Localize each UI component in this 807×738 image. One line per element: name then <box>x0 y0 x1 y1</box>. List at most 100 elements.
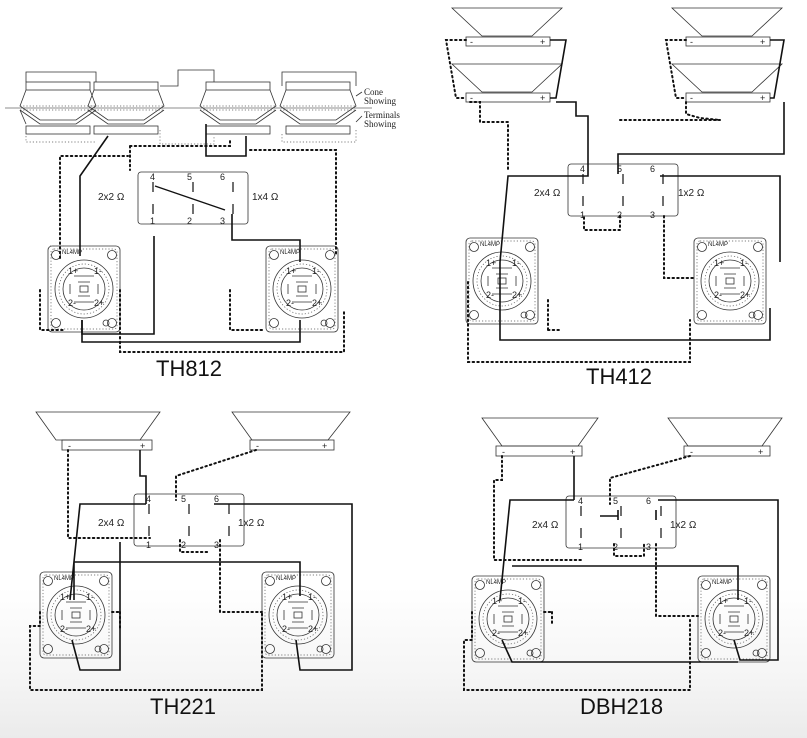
plus-sign: + <box>760 37 765 47</box>
th812-connector-left <box>47 245 121 333</box>
th412-title: TH412 <box>586 364 652 389</box>
th221-mode-left: 2x4 Ω <box>98 518 125 529</box>
th412-mode-left: 2x4 Ω <box>534 188 561 199</box>
th812-mode-left: 2x2 Ω <box>98 192 125 203</box>
pin-5: 5 <box>187 172 192 182</box>
th221-title: TH221 <box>150 694 216 719</box>
terminals-label-2: Showing <box>364 119 397 129</box>
connector-model-label: NL4MP <box>280 250 300 256</box>
connector-pin-label: 1- <box>312 266 320 276</box>
th221-speaker-1-cone <box>35 411 161 441</box>
pin-3: 3 <box>646 542 651 552</box>
pin-1: 1 <box>578 542 583 552</box>
dbh218-title: DBH218 <box>580 694 663 719</box>
th412-connector-right <box>693 237 767 325</box>
plus-sign: + <box>758 447 763 457</box>
dbh218-speaker-1-cone <box>481 417 599 447</box>
pin-2: 2 <box>187 216 192 226</box>
th412-mode-right: 1x2 Ω <box>678 188 705 199</box>
minus-sign: - <box>690 447 693 457</box>
connector-pin-label: 1- <box>740 258 748 268</box>
pin-6: 6 <box>650 164 655 174</box>
connector-pin-label: 1- <box>744 596 752 606</box>
minus-sign: - <box>68 441 71 451</box>
pin-1: 1 <box>146 540 151 550</box>
pin-6: 6 <box>646 496 651 506</box>
connector-model-label: NL4MP <box>708 242 728 248</box>
minus-sign: - <box>502 447 505 457</box>
dbh218-speaker-1-terminals <box>495 445 583 457</box>
th812-connector-right <box>265 245 339 333</box>
cone-label: Cone <box>364 87 383 97</box>
th221-speaker-1-terminals <box>61 439 153 451</box>
th812-speaker-1 <box>19 81 97 135</box>
connector-pin-label: 1+ <box>282 592 292 602</box>
connector-pin-label: 2+ <box>312 298 322 308</box>
pin-3: 3 <box>214 540 219 550</box>
minus-sign: - <box>690 37 693 47</box>
pin-4: 4 <box>146 494 151 504</box>
connector-pin-label: 2+ <box>512 290 522 300</box>
th812-speaker-3 <box>199 81 277 135</box>
dbh218-connector-right <box>697 575 771 663</box>
connector-pin-label: 2- <box>718 628 726 638</box>
connector-pin-label: 2+ <box>744 628 754 638</box>
connector-pin-label: 2+ <box>518 628 528 638</box>
connector-pin-label: 1+ <box>718 596 728 606</box>
terminals-label: Terminals <box>364 110 400 120</box>
plus-sign: + <box>540 37 545 47</box>
cone-label-2: Showing <box>364 96 397 106</box>
connector-pin-label: 1+ <box>68 266 78 276</box>
diagram-dbh218: - + - + 2x4 Ω 1x2 Ω 4 5 6 1 2 3 DBH218 <box>463 417 783 719</box>
dbh218-mode-right: 1x2 Ω <box>670 520 697 531</box>
connector-pin-label: 2- <box>60 624 68 634</box>
plus-sign: + <box>570 447 575 457</box>
connector-model-label: NL4MP <box>712 580 732 586</box>
connector-pin-label: 1- <box>512 258 520 268</box>
connector-pin-label: 2+ <box>740 290 750 300</box>
pin-4: 4 <box>580 164 585 174</box>
connector-model-label: NL4MP <box>480 242 500 248</box>
th812-speaker-2 <box>87 81 165 135</box>
th812-mode-right: 1x4 Ω <box>252 192 279 203</box>
connector-pin-label: 1- <box>518 596 526 606</box>
connector-pin-label: 1- <box>86 592 94 602</box>
th221-connector-right <box>261 571 335 659</box>
connector-model-label: NL4MP <box>486 580 506 586</box>
th412-speaker-1: - + - + <box>451 7 563 103</box>
connector-pin-label: 1+ <box>60 592 70 602</box>
pin-6: 6 <box>220 172 225 182</box>
connector-pin-label: 2- <box>68 298 76 308</box>
connector-pin-label: 2+ <box>308 624 318 634</box>
pin-2: 2 <box>617 210 622 220</box>
th412-speaker-2: - + - + <box>671 7 783 103</box>
connector-labels: NL4MP1+1-2-2+NL4MP1+1-2-2+NL4MP1+1-2-2+N… <box>54 242 754 638</box>
pin-1: 1 <box>150 216 155 226</box>
th221-connector-left <box>39 571 113 659</box>
connector-pin-label: 2+ <box>86 624 96 634</box>
th221-speaker-2-cone <box>231 411 351 441</box>
diagram-th221: - + - + 2x4 Ω 1x2 Ω 4 5 6 1 2 3 TH221 <box>29 411 353 719</box>
pin-6: 6 <box>214 494 219 504</box>
connector-pin-label: 1- <box>94 266 102 276</box>
connector-pin-label: 2- <box>492 628 500 638</box>
pin-5: 5 <box>181 494 186 504</box>
diagram-th412: - + - + - + - + 2x4 Ω 1x2 Ω 4 5 6 <box>444 7 785 389</box>
th812-speaker-4 <box>279 81 357 135</box>
pin-1: 1 <box>580 210 585 220</box>
pin-4: 4 <box>578 496 583 506</box>
connector-pin-label: 2- <box>714 290 722 300</box>
pin-3: 3 <box>220 216 225 226</box>
dbh218-speaker-2-terminals <box>683 445 771 457</box>
connector-pin-label: 2- <box>486 290 494 300</box>
connector-pin-label: 1- <box>308 592 316 602</box>
pin-4: 4 <box>150 172 155 182</box>
minus-sign: - <box>470 93 473 103</box>
th812-title: TH812 <box>156 356 222 381</box>
pin-2: 2 <box>181 540 186 550</box>
minus-sign: - <box>690 93 693 103</box>
th221-speaker-2-terminals <box>249 439 335 451</box>
background-shade <box>0 588 807 738</box>
